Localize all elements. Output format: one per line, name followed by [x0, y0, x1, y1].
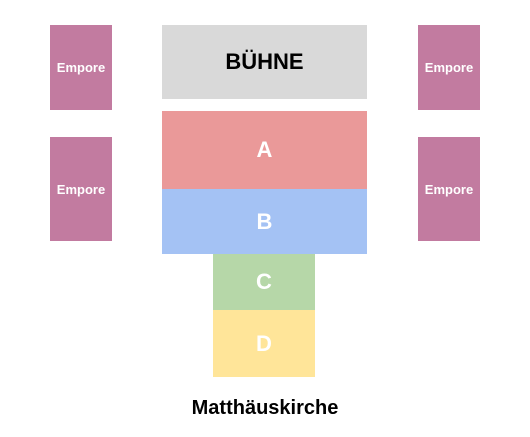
empore-left-lower[interactable]: Empore [50, 137, 112, 241]
venue-name: Matthäuskirche [191, 397, 339, 419]
section-b[interactable]: B [162, 189, 367, 254]
section-b-label: B [256, 208, 273, 234]
section-c[interactable]: C [213, 254, 315, 310]
empore-label: Empore [56, 181, 106, 197]
empore-left-upper[interactable]: Empore [50, 25, 112, 110]
section-d[interactable]: D [213, 310, 315, 377]
empore-right-lower[interactable]: Empore [418, 137, 480, 241]
empore-label: Empore [424, 181, 474, 197]
empore-right-upper[interactable]: Empore [418, 25, 480, 110]
section-a-label: A [256, 137, 273, 162]
empore-label: Empore [424, 60, 474, 75]
stage-label: BÜHNE [225, 49, 304, 74]
section-c-label: C [256, 269, 272, 294]
empore-label: Empore [56, 60, 106, 75]
stage-block: BÜHNE [162, 25, 367, 99]
section-a[interactable]: A [162, 111, 367, 189]
section-d-label: D [256, 330, 272, 356]
